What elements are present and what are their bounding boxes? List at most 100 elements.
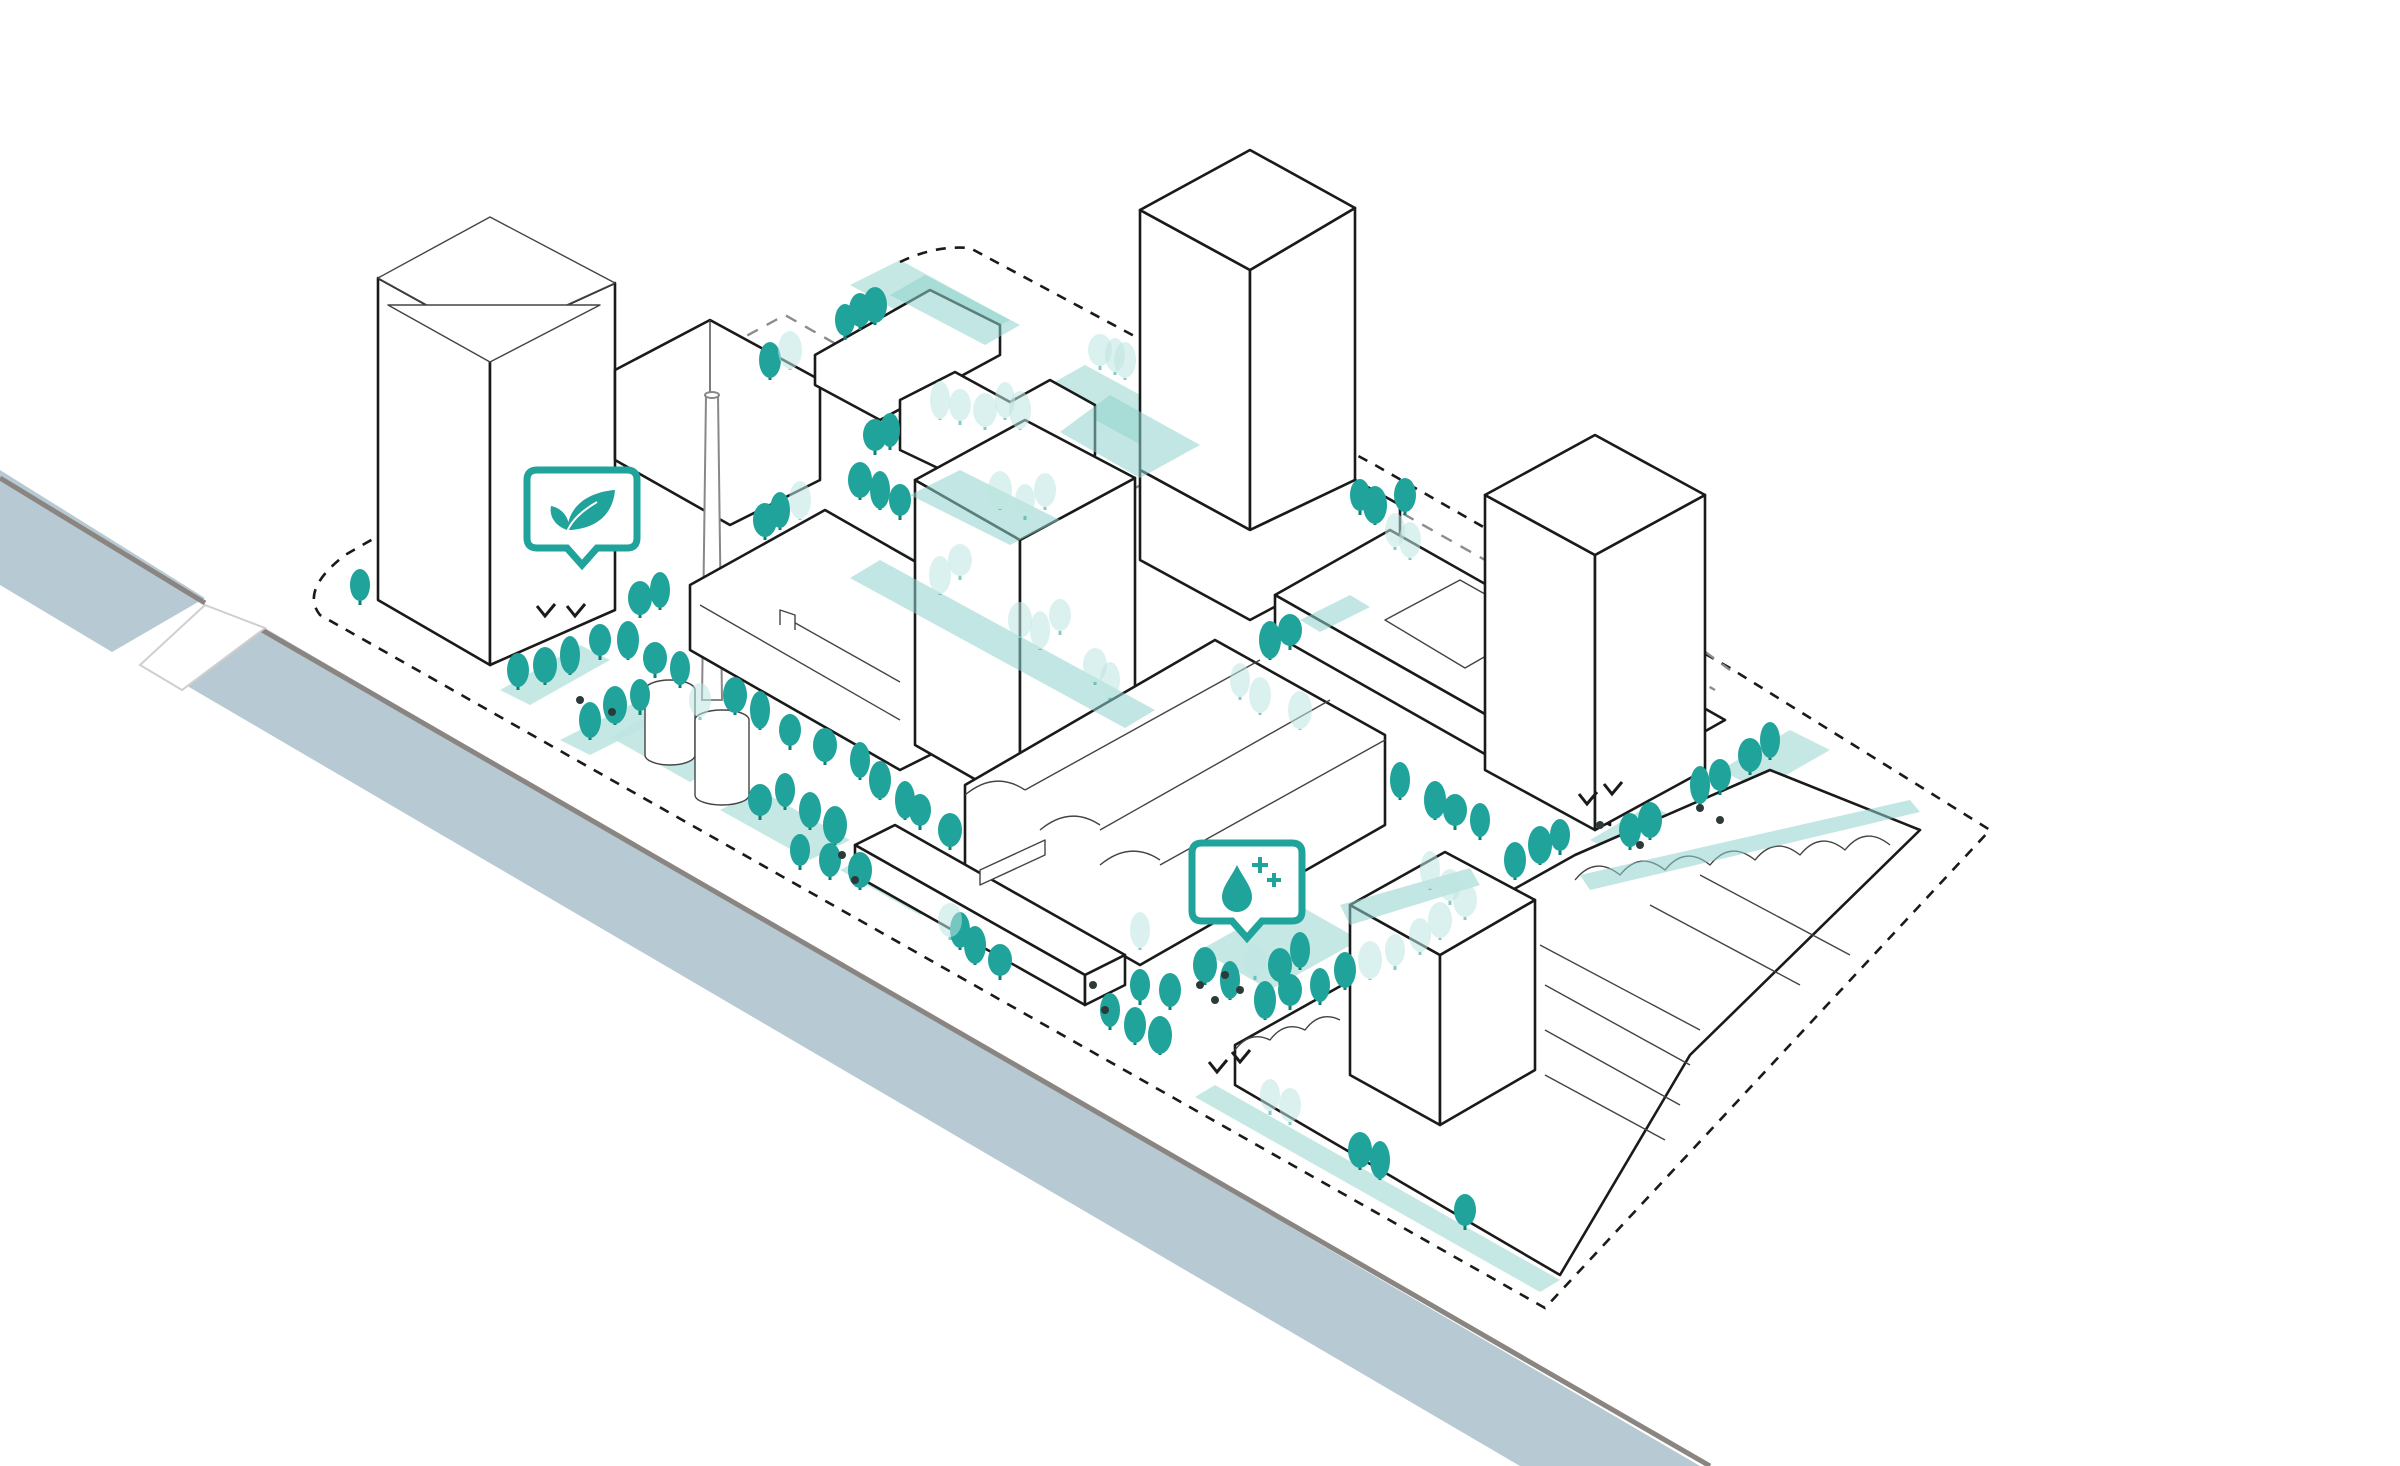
tree-crown: [848, 462, 872, 498]
tree-crown: [1249, 677, 1271, 713]
tree: [1358, 941, 1382, 980]
tree: [964, 926, 986, 965]
tree-crown: [1470, 803, 1490, 837]
tree-crown: [589, 624, 611, 656]
tree: [799, 792, 821, 830]
tree: [1504, 842, 1526, 880]
tree-crown: [1260, 1079, 1280, 1111]
tree-crown: [1009, 391, 1031, 429]
tree-crown: [964, 926, 986, 964]
tree: [973, 393, 997, 430]
leaf-icon-small-leaf: [550, 506, 569, 530]
tree-crown: [938, 813, 962, 847]
tree: [1424, 781, 1446, 820]
walkway-north-loop: [1060, 395, 1200, 478]
tree-crown: [1350, 479, 1370, 511]
tree-crown: [1409, 918, 1431, 952]
ground-dot: [1696, 804, 1704, 812]
tree: [589, 624, 611, 660]
tree-crown: [1100, 993, 1120, 1027]
canal: [0, 470, 1712, 1466]
terraces-divider-3: [1544, 1029, 1681, 1106]
tree: [643, 642, 667, 678]
tree-crown: [938, 903, 962, 937]
ground-dot: [838, 851, 846, 859]
tree: [1159, 973, 1181, 1010]
tree: [1220, 961, 1240, 1000]
tree-crown: [1254, 981, 1276, 1019]
terraces-divider-5: [1649, 904, 1801, 986]
tree: [759, 342, 781, 380]
tree-crown: [1290, 932, 1310, 968]
buildings: [376, 148, 1922, 1277]
tree-crown: [1279, 1088, 1301, 1122]
tree: [630, 679, 650, 715]
tree-crown: [1288, 691, 1312, 729]
tree: [689, 683, 711, 720]
tree: [1420, 851, 1440, 890]
tree-crown: [778, 331, 802, 369]
tree-crown: [650, 572, 670, 608]
tree-crown: [507, 653, 529, 687]
long-bar-south-end: [1083, 953, 1127, 1007]
tree: [628, 581, 652, 618]
tower-west: [376, 216, 617, 667]
tree-crown: [1394, 478, 1416, 512]
tree: [1528, 826, 1552, 865]
silos: [644, 679, 750, 806]
tree: [1399, 522, 1421, 560]
tree: [848, 462, 872, 500]
tree-crown: [869, 761, 891, 799]
tree-crown: [630, 679, 650, 711]
tree: [1130, 912, 1150, 950]
tree-crown: [1738, 738, 1762, 772]
tree: [1260, 1079, 1280, 1115]
tree-crown: [1015, 484, 1035, 516]
ground-dot: [1716, 816, 1724, 824]
tree-crown: [1148, 1016, 1172, 1054]
tree-crown: [628, 581, 652, 615]
tower-east: [1483, 433, 1707, 832]
tree: [1278, 614, 1302, 650]
tree: [1244, 944, 1266, 980]
tree: [1409, 918, 1431, 955]
bridge-deck: [138, 603, 268, 692]
tree-crown: [750, 691, 770, 729]
tree-crown: [1268, 948, 1292, 982]
tree-crown: [850, 742, 870, 778]
sawtooth-hall-central-ridge-1: [1024, 659, 1261, 791]
tree-crown: [1008, 602, 1032, 638]
tree: [1124, 1007, 1146, 1045]
canal-main: [160, 628, 1700, 1466]
tree: [779, 714, 801, 750]
tree: [1385, 934, 1405, 970]
tree-crown: [689, 683, 711, 717]
tree-crown: [1193, 947, 1217, 983]
entrance-chevron: [1577, 791, 1599, 807]
entrance-chevron: [1207, 1059, 1229, 1075]
leaf-icon-stem: [566, 501, 598, 533]
tree-crown: [988, 944, 1012, 976]
tree-crown: [770, 492, 790, 528]
tree-crown: [1550, 819, 1570, 851]
site-boundary-line: [312, 246, 1993, 1310]
ground-dot: [1196, 981, 1204, 989]
tree-crown: [948, 544, 972, 576]
tree: [1760, 722, 1780, 760]
tree-crown: [863, 287, 887, 323]
sawtooth-hall-central-vaults: [964, 780, 1161, 866]
tree-crown: [1358, 941, 1382, 979]
tree: [1008, 602, 1032, 640]
tree: [1030, 611, 1050, 650]
walkway-central-spine: [850, 560, 1155, 728]
tree: [1259, 621, 1281, 660]
tree: [1290, 932, 1310, 970]
tree: [1193, 947, 1217, 985]
tree-crown: [1385, 934, 1405, 966]
tree-crown: [779, 714, 801, 746]
tree-crown: [988, 471, 1012, 509]
tree-crown: [929, 556, 951, 594]
tree: [1428, 902, 1452, 940]
